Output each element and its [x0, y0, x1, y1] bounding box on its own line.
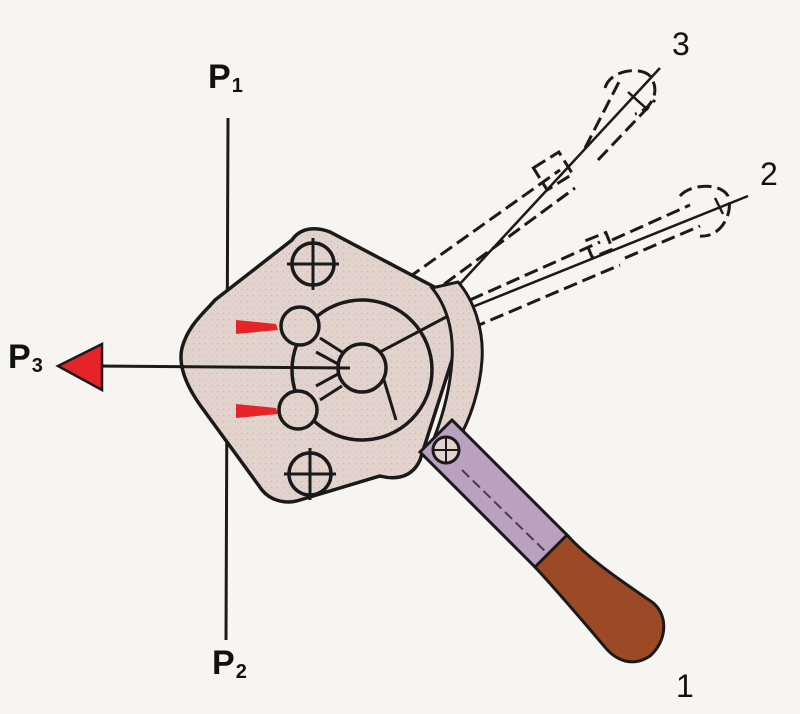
- label-position-3: 3: [672, 26, 690, 62]
- lever-position-2-center-line: [444, 194, 749, 320]
- label-position-1: 1: [676, 668, 694, 704]
- label-p1-letter: P: [208, 58, 231, 96]
- lever-position-2-ghost: [469, 184, 731, 330]
- label-p1: P1: [208, 60, 243, 96]
- valve-body: [179, 226, 457, 504]
- label-p3: P3: [8, 340, 43, 376]
- pressure-line-horizontal: [94, 364, 351, 370]
- lever-position-3-ghost: [407, 69, 657, 298]
- lever-handle: [417, 417, 666, 664]
- label-p2-sub: 2: [235, 661, 247, 683]
- port-p2: [277, 389, 319, 431]
- label-p2-letter: P: [212, 644, 235, 682]
- lever-position-3-center-line: [444, 67, 661, 301]
- mounting-bolt-top: [287, 238, 339, 290]
- label-position-2: 2: [760, 156, 778, 192]
- flow-arrow-p2: [236, 404, 278, 418]
- label-p3-sub: 3: [31, 355, 43, 377]
- port-p1: [279, 305, 321, 347]
- label-p2: P2: [212, 646, 247, 682]
- label-p3-letter: P: [8, 338, 31, 376]
- distributor-channels: [315, 314, 449, 421]
- label-p1-sub: 1: [231, 75, 243, 97]
- distributor-disc: [290, 298, 434, 442]
- mounting-bolt-bottom: [284, 448, 336, 500]
- flow-arrow-p1: [236, 320, 278, 334]
- p3-arrowhead: [55, 341, 104, 393]
